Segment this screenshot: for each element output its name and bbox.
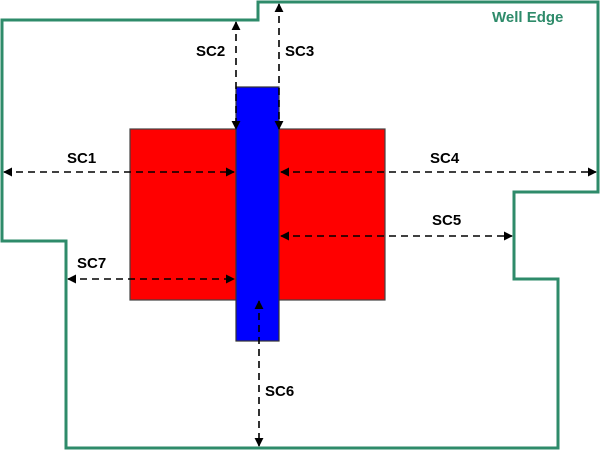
blue-region: [235, 86, 280, 342]
sc5-label: SC5: [432, 212, 461, 229]
sc3-label: SC3: [285, 43, 314, 60]
sc6-label: SC6: [265, 383, 294, 400]
sc7-label: SC7: [77, 255, 106, 272]
well-edge-label: Well Edge: [492, 9, 563, 26]
sc4-label: SC4: [430, 150, 460, 167]
sc2-label: SC2: [196, 43, 225, 60]
sc1-label: SC1: [67, 150, 96, 167]
